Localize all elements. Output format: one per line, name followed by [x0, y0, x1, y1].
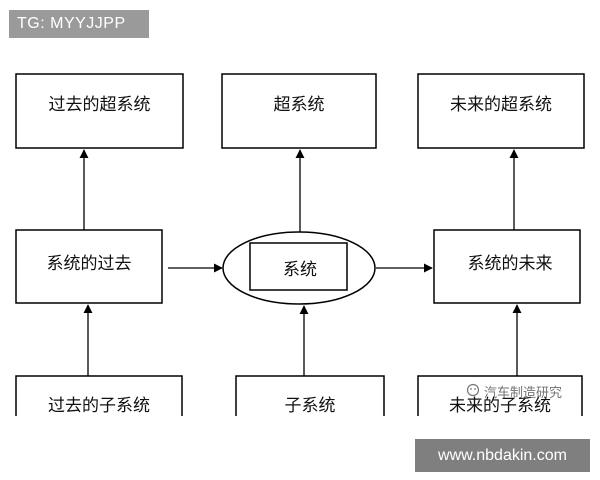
- node-system-future: 系统的未来: [433, 229, 581, 304]
- node-system-past-label: 系统的过去: [47, 254, 132, 274]
- node-subsystem-label: 子系统: [285, 396, 336, 416]
- watermark-url: www.nbdakin.com: [415, 439, 590, 472]
- node-past-subsystem-label: 过去的子系统: [48, 396, 150, 416]
- node-future-supersystem: 未来的超系统: [417, 73, 585, 149]
- node-supersystem-label: 超系统: [274, 95, 325, 115]
- node-past-supersystem-label: 过去的超系统: [49, 95, 151, 115]
- node-system-future-label: 系统的未来: [468, 254, 553, 274]
- watermark-tag: TG: MYYJJPP: [9, 10, 149, 38]
- node-supersystem: 超系统: [221, 73, 377, 149]
- node-past-supersystem: 过去的超系统: [15, 73, 184, 149]
- wechat-logo-icon: [466, 383, 480, 397]
- node-system-label: 系统: [283, 260, 317, 280]
- node-system: 系统: [222, 231, 376, 305]
- node-system-past: 系统的过去: [15, 229, 163, 304]
- watermark-logo-text: 汽车制造研究: [484, 386, 563, 401]
- node-future-supersystem-label: 未来的超系统: [450, 95, 552, 115]
- node-future-subsystem-label: 未来的子系统: [449, 396, 551, 416]
